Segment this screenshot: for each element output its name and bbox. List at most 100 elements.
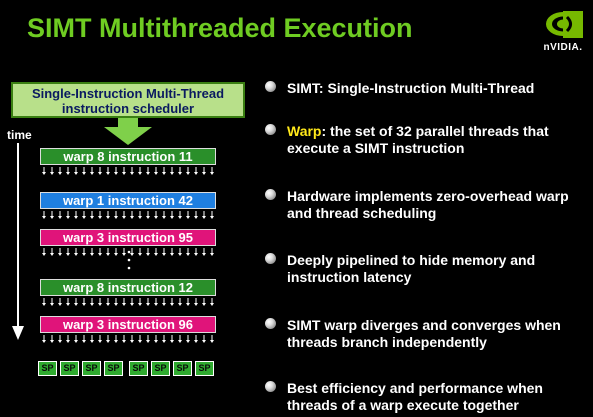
bullet-text: SIMT: Single-Instruction Multi-Thread <box>287 80 592 97</box>
thread-tick-arrowhead <box>42 340 46 343</box>
thread-tick-arrowhead <box>74 172 78 175</box>
thread-tick-arrowhead <box>50 172 54 175</box>
thread-tick-arrowhead <box>186 216 190 219</box>
thread-tick-arrowhead <box>122 340 126 343</box>
thread-tick-arrowhead <box>82 303 86 306</box>
thread-tick-arrowhead <box>194 253 198 256</box>
thread-tick-arrowhead <box>178 253 182 256</box>
thread-tick-arrowhead <box>58 172 62 175</box>
thread-tick-arrowhead <box>98 216 102 219</box>
thread-tick-arrowhead <box>98 172 102 175</box>
bullet-text: Hardware implements zero-overhead warp a… <box>287 188 592 222</box>
bullet-body: Best efficiency and performance when thr… <box>287 380 543 413</box>
thread-tick-arrowhead <box>186 340 190 343</box>
thread-tick-arrowhead <box>130 172 134 175</box>
thread-tick-arrowhead <box>50 340 54 343</box>
nvidia-eye-icon <box>546 11 583 38</box>
thread-tick-arrowhead <box>114 172 118 175</box>
time-label: time <box>7 128 32 142</box>
thread-tick-arrowhead <box>90 303 94 306</box>
sp-unit: SP <box>129 361 148 376</box>
thread-tick-arrowhead <box>58 253 62 256</box>
thread-tick-arrowhead <box>210 340 214 343</box>
thread-tick-arrowhead <box>154 253 158 256</box>
thread-tick-arrowhead <box>74 340 78 343</box>
thread-tick-arrowhead <box>162 303 166 306</box>
sp-unit: SP <box>38 361 57 376</box>
bullet-icon <box>265 253 276 264</box>
thread-tick-arrowhead <box>130 253 134 256</box>
thread-tick-arrowhead <box>66 253 70 256</box>
thread-tick-arrowhead <box>162 216 166 219</box>
thread-tick-arrowhead <box>170 303 174 306</box>
thread-tick-arrowhead <box>210 172 214 175</box>
thread-tick-arrowhead <box>122 303 126 306</box>
logo-text: nVIDIA. <box>543 42 583 53</box>
thread-tick-arrowhead <box>90 172 94 175</box>
thread-tick-arrowhead <box>170 172 174 175</box>
thread-tick-arrowhead <box>50 303 54 306</box>
thread-tick-arrowhead <box>50 216 54 219</box>
thread-tick-arrowhead <box>114 340 118 343</box>
thread-tick-arrowhead <box>58 303 62 306</box>
thread-tick-arrowhead <box>130 303 134 306</box>
thread-tick-arrowhead <box>154 303 158 306</box>
bullet-body: Deeply pipelined to hide memory and inst… <box>287 252 536 285</box>
thread-tick-arrowhead <box>122 253 126 256</box>
thread-tick-arrowhead <box>178 340 182 343</box>
thread-tick-arrowhead <box>194 340 198 343</box>
thread-tick-arrowhead <box>170 216 174 219</box>
page-title: SIMT Multithreaded Execution <box>27 13 413 43</box>
warp-instruction-bar: warp 3 instruction 96 <box>40 316 216 333</box>
bullet-body: : the set of 32 parallel threads that ex… <box>287 123 549 156</box>
thread-tick-arrowhead <box>130 340 134 343</box>
bullet-text: SIMT warp diverges and converges when th… <box>287 317 592 351</box>
thread-tick-arrowhead <box>202 253 206 256</box>
thread-tick-arrowhead <box>186 172 190 175</box>
thread-tick-arrowhead <box>146 216 150 219</box>
thread-tick-arrowhead <box>178 172 182 175</box>
thread-tick-arrowhead <box>154 172 158 175</box>
thread-tick-arrowhead <box>106 303 110 306</box>
bullet-text: Warp: the set of 32 parallel threads tha… <box>287 123 592 157</box>
thread-tick-arrowhead <box>154 340 158 343</box>
bullet-head: SIMT: Single-Instruction Multi-Thread <box>287 80 535 96</box>
bullet-text: Deeply pipelined to hide memory and inst… <box>287 252 592 286</box>
thread-tick-arrowhead <box>170 253 174 256</box>
warp-instruction-bar: warp 8 instruction 11 <box>40 148 216 165</box>
bullet-text: Best efficiency and performance when thr… <box>287 380 592 414</box>
thread-tick-arrowhead <box>138 303 142 306</box>
bullet-icon <box>265 381 276 392</box>
thread-tick-arrowhead <box>114 253 118 256</box>
thread-tick-arrowhead <box>122 172 126 175</box>
scheduler-line-1: Single-Instruction Multi-Thread <box>31 86 225 101</box>
thread-tick-arrowhead <box>82 340 86 343</box>
thread-tick-arrowhead <box>202 303 206 306</box>
thread-tick-arrowhead <box>90 253 94 256</box>
thread-tick-arrowhead <box>210 216 214 219</box>
thread-tick-arrowhead <box>90 216 94 219</box>
sp-unit: SP <box>60 361 79 376</box>
thread-tick-arrowhead <box>186 303 190 306</box>
thread-tick-arrowhead <box>162 253 166 256</box>
thread-tick-arrowhead <box>90 340 94 343</box>
bullet-icon <box>265 318 276 329</box>
thread-tick-arrowhead <box>194 303 198 306</box>
thread-tick-arrowhead <box>154 216 158 219</box>
thread-tick-arrowhead <box>74 253 78 256</box>
thread-tick-arrowhead <box>42 303 46 306</box>
thread-tick-arrowhead <box>178 303 182 306</box>
thread-tick-arrowhead <box>74 216 78 219</box>
thread-tick-arrowhead <box>162 172 166 175</box>
thread-tick-arrowhead <box>42 172 46 175</box>
warp-instruction-bar: warp 8 instruction 12 <box>40 279 216 296</box>
thread-ticks <box>42 167 214 343</box>
thread-tick-arrowhead <box>210 253 214 256</box>
sp-unit: SP <box>195 361 214 376</box>
thread-tick-arrowhead <box>210 303 214 306</box>
sp-unit: SP <box>151 361 170 376</box>
thread-tick-arrowhead <box>146 340 150 343</box>
thread-tick-arrowhead <box>194 216 198 219</box>
warp-instruction-bar: warp 3 instruction 95 <box>40 229 216 246</box>
thread-tick-arrowhead <box>138 216 142 219</box>
